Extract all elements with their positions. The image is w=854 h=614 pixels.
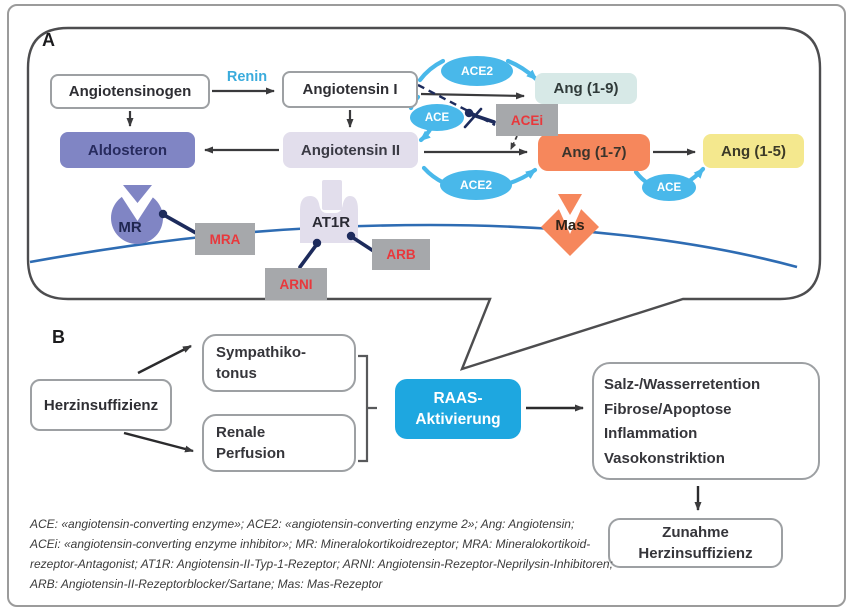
at1r-receptor-icon [300, 180, 358, 243]
ace-top-enzyme: ACE [410, 104, 464, 131]
sympathikotonus-text: Sympathiko- tonus [216, 344, 307, 382]
zunahme-herzinsuffizienz-box: Zunahme Herzinsuffizienz [608, 518, 783, 568]
mas-receptor-icon [541, 194, 599, 256]
arni-drug-box: ARNI [265, 268, 327, 300]
ace2-bottom-enzyme: ACE2 [440, 170, 512, 200]
renale-perfusion-text: Renale Perfusion [216, 424, 286, 462]
raas-aktivierung-box: RAAS- Aktivierung [395, 379, 521, 439]
sympathikotonus-box [202, 334, 356, 392]
angiotensin-2-box: Angiotensin II [283, 132, 418, 168]
herzinsuffizienz-box: Herzinsuffizienz [30, 379, 172, 431]
panel-a-speech-bubble [26, 26, 822, 371]
footnote-line: ACE: «angiotensin-converting enzyme»; AC… [30, 517, 575, 531]
ang-1-7-box: Ang (1-7) [538, 134, 650, 171]
at1r-receptor-label: AT1R [311, 214, 351, 231]
ace-bottom-enzyme: ACE [642, 174, 696, 201]
angiotensin-1-box: Angiotensin I [282, 71, 418, 108]
outcomes-text: Salz-/Wasserretention Fibrose/Apoptose I… [604, 376, 761, 468]
arb-drug-box: ARB [372, 239, 430, 270]
footnote-line: rezeptor-Antagonist; AT1R: Angiotensin-I… [30, 557, 613, 571]
renale-perfusion-box [202, 414, 356, 472]
footnote-line: ACEi: «angiotensin-converting enzyme inh… [30, 537, 591, 551]
acei-drug-box: ACEi [496, 104, 558, 136]
ace2-top-enzyme: ACE2 [441, 56, 513, 86]
acei-inhibition-lines [417, 83, 518, 150]
ang-1-9-box: Ang (1-9) [535, 73, 637, 104]
mra-drug-box: MRA [195, 223, 255, 255]
mas-receptor-label: Mas [555, 217, 585, 234]
drug-connector-dots [158, 209, 356, 248]
panel-a-label: A [42, 30, 55, 50]
mr-receptor-icon [111, 185, 163, 244]
panel-b-label: B [52, 327, 65, 347]
outcomes-box [592, 362, 820, 480]
angiotensinogen-box: Angiotensinogen [50, 74, 210, 109]
figure-border [7, 4, 846, 607]
aldosteron-box: Aldosteron [60, 132, 195, 168]
pathway-arrows [126, 87, 696, 156]
abbreviation-footnote: ACE: «angiotensin-converting enzyme»; AC… [30, 514, 630, 594]
cell-membrane-curve [29, 223, 798, 269]
ang-1-5-box: Ang (1-5) [703, 134, 804, 168]
panel-b-arrows [123, 344, 702, 511]
mr-receptor-label: MR [118, 219, 142, 236]
bracket [358, 354, 377, 463]
footnote-line: ARB: Angiotensin-II-Rezeptorblocker/Sart… [30, 577, 383, 591]
drug-connector-lines [162, 213, 377, 269]
renin-label: Renin [226, 69, 268, 85]
